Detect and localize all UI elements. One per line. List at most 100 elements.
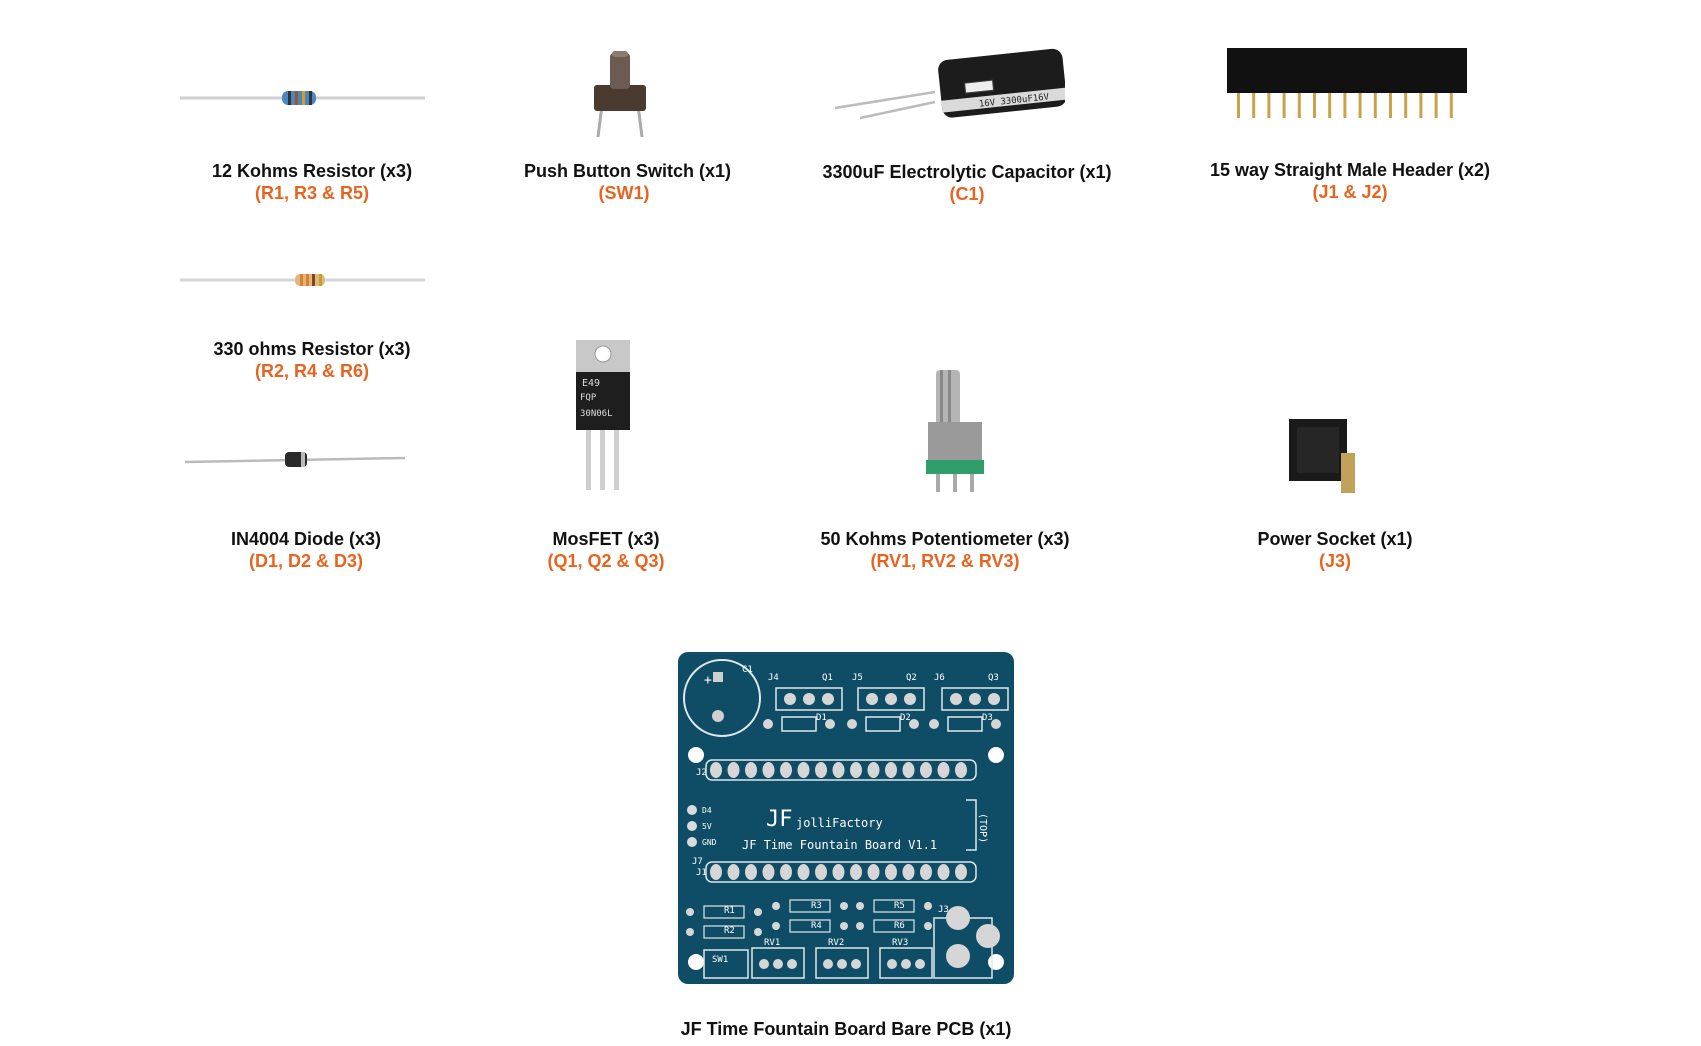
component-name: Push Button Switch (x1) (524, 161, 731, 181)
potentiometer-icon (926, 370, 984, 492)
pcb-pad (866, 693, 878, 705)
pcb-top-label: (TOP) (977, 813, 988, 843)
component-name: MosFET (x3) (552, 529, 660, 549)
pcb-resistor-outline (703, 925, 745, 939)
pcb-brand: jolliFactory (796, 816, 883, 830)
pcb-pad (840, 922, 848, 930)
pcb-pad (759, 959, 769, 969)
pcb-pad (797, 864, 810, 880)
resistor-blue-icon (180, 91, 425, 105)
component-resistor-330: 330 ohms Resistor (x3) (R2, R4 & R6) (212, 338, 412, 382)
pcb-rv-outline (751, 947, 805, 979)
pcb-diode-outline (865, 716, 901, 732)
pcb-pad (686, 928, 694, 936)
pcb-rv-outline (879, 947, 933, 979)
pcb-pad (754, 908, 762, 916)
pcb-ref-r2: R2 (724, 926, 735, 936)
header-pin (1297, 93, 1301, 118)
pcb-pad (856, 922, 864, 930)
pcb-ref-d3: D3 (982, 713, 993, 723)
pcb-pad (710, 864, 722, 880)
component-ref: (R2, R4 & R6) (254, 361, 370, 381)
component-name: 12 Kohms Resistor (x3) (212, 161, 413, 181)
pcb-title: JF Time Fountain Board V1.1 (742, 838, 937, 852)
component-name: 3300uF Electrolytic Capacitor (x1) (822, 162, 1112, 182)
component-resistor-12k: 12 Kohms Resistor (x3) (R1, R3 & R5) (212, 160, 412, 204)
component-name: IN4004 Diode (x3) (230, 529, 382, 549)
pcb-pad (745, 762, 757, 778)
component-ref: (R1, R3 & R5) (254, 183, 370, 203)
pcb-header-outline (705, 861, 977, 883)
pcb-pad (955, 762, 967, 778)
pcb-pad (832, 864, 845, 880)
push-button-icon (594, 51, 646, 138)
pcb-resistor-outline (789, 899, 831, 913)
pcb-ref-j7: J7 (692, 857, 703, 867)
pcb-pad (815, 864, 827, 880)
header-pin (1282, 93, 1286, 118)
component-diode: IN4004 Diode (x3) (D1, D2 & D3) (206, 528, 406, 572)
pcb-pad (822, 693, 834, 705)
pcb-pin-gnd: GND (702, 838, 717, 847)
pcb-ref-r3: R3 (811, 901, 822, 911)
pcb-pad (763, 719, 773, 729)
component-ref: (C1) (949, 184, 985, 204)
pcb-pad (762, 864, 775, 880)
pcb-diode-outline (781, 716, 817, 732)
pcb-pad (825, 719, 835, 729)
pcb-pad (823, 959, 833, 969)
pcb-ref-j5: J5 (852, 673, 863, 683)
pcb-pad (745, 864, 757, 880)
pcb-pad (762, 762, 775, 778)
component-mosfet: MosFET (x3) (Q1, Q2 & Q3) (506, 528, 706, 572)
resistor-tan-icon (180, 274, 425, 286)
pcb-pad (867, 762, 880, 778)
capacitor-icon: 16V 3300uF16V (834, 48, 1065, 120)
pcb-ref-q3: Q3 (988, 673, 999, 683)
pcb-pad (832, 762, 845, 778)
component-ref: (J1 & J2) (1312, 182, 1388, 202)
pcb-resistor-outline (789, 919, 831, 933)
header-pin (1343, 93, 1347, 118)
pcb-board-icon: + C1 J4 Q1 J5 Q2 J6 Q3 D1 D2 D3 J2 JF jo… (678, 652, 1014, 984)
header-pin (1449, 93, 1453, 118)
component-ref: (D1, D2 & D3) (248, 551, 364, 571)
pcb-pad (955, 864, 967, 880)
component-push-button: Push Button Switch (x1) (SW1) (524, 160, 731, 204)
component-ref: (SW1) (598, 183, 650, 203)
pcb-pad (929, 719, 939, 729)
pcb-q-outline (775, 687, 843, 711)
pcb-pin-5v: 5V (702, 822, 712, 831)
pcb-pad (937, 864, 950, 880)
pcb-pad (991, 719, 1001, 729)
header-pin (1237, 93, 1240, 118)
pcb-pad (847, 719, 857, 729)
pcb-pad (784, 693, 796, 705)
component-potentiometer: 50 Kohms Potentiometer (x3) (RV1, RV2 & … (810, 528, 1080, 572)
component-name: 15 way Straight Male Header (x2) (1209, 160, 1491, 180)
component-ref: (RV1, RV2 & RV3) (870, 551, 1020, 571)
mosfet-print-brand: FQP (580, 393, 597, 403)
pcb-ref-q1: Q1 (822, 673, 833, 683)
pcb-ref-j1: J1 (696, 868, 707, 878)
header-pin (1358, 93, 1362, 118)
component-pcb: JF Time Fountain Board Bare PCB (x1) (646, 1018, 1046, 1040)
diode-icon (185, 452, 405, 467)
pcb-pad (887, 959, 897, 969)
header-pin (1252, 93, 1256, 118)
pcb-pad (937, 762, 950, 778)
pcb-header-outline (705, 759, 977, 781)
pcb-ref-d2: D2 (900, 713, 911, 723)
component-capacitor: 3300uF Electrolytic Capacitor (x1) (C1) (812, 161, 1122, 205)
pcb-ref-r6: R6 (894, 921, 905, 931)
pcb-ref-j2: J2 (696, 768, 707, 778)
pcb-pad (909, 719, 919, 729)
component-ref: (J3) (1318, 551, 1351, 571)
pcb-pad (902, 864, 915, 880)
header-pin (1373, 93, 1377, 118)
pcb-ref-rv2: RV2 (828, 938, 844, 948)
pcb-resistor-outline (703, 905, 745, 919)
svg-text:+: + (704, 673, 712, 688)
component-power-socket: Power Socket (x1) (J3) (1235, 528, 1435, 572)
pcb-pad (727, 864, 740, 880)
